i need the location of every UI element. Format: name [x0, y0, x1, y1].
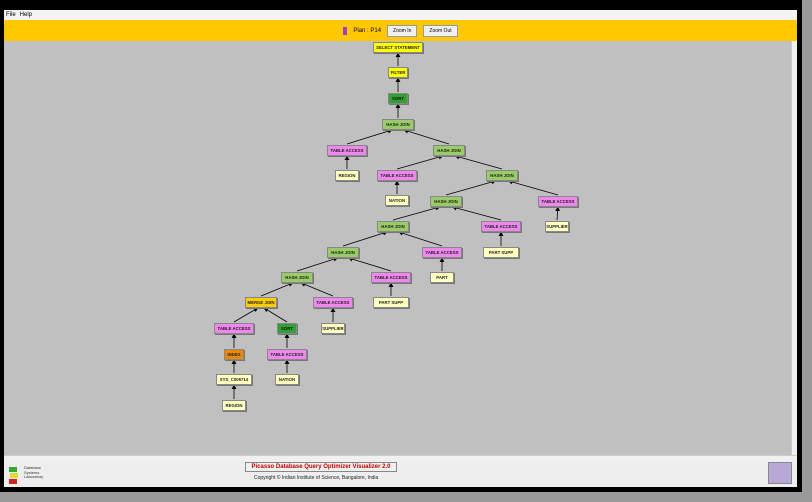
copyright-text: Copyright © Indian Institute of Science,… [254, 475, 379, 481]
plan-edge [454, 154, 503, 170]
menu-bar: File Help [4, 10, 797, 20]
app-window: File Help Plan : P14 Zoom In Zoom Out SE… [4, 10, 797, 487]
plan-edge [403, 128, 450, 145]
plan-node-table-access[interactable]: TABLE ACCESS [422, 246, 462, 258]
plan-node-table-access[interactable]: TABLE ACCESS [327, 144, 367, 156]
iisc-logo [768, 462, 792, 484]
plan-edge [260, 282, 294, 297]
plan-edge [347, 256, 392, 272]
plan-node-filter[interactable]: FILTER [388, 66, 408, 78]
plan-node-hash-join[interactable]: HASH JOIN [486, 169, 518, 181]
plan-node-hash-join[interactable]: HASH JOIN [430, 195, 462, 207]
plan-node-hash-join[interactable]: HASH JOIN [382, 118, 414, 130]
plan-edge [555, 206, 561, 221]
plan-edge [398, 230, 443, 247]
plan-node-hash-join[interactable]: HASH JOIN [281, 271, 313, 283]
plan-node-nation[interactable]: NATION [385, 194, 409, 206]
app-title-button[interactable]: Picasso Database Query Optimizer Visuali… [245, 462, 397, 472]
plan-edge [507, 179, 559, 196]
plan-node-supplier[interactable]: SUPPLIER [545, 220, 569, 232]
plan-edge [300, 282, 334, 297]
plan-node-table-access[interactable]: TABLE ACCESS [538, 195, 578, 207]
plan-node-supplier[interactable]: SUPPLIER [321, 322, 345, 334]
plan-node-table-access[interactable]: TABLE ACCESS [481, 220, 521, 232]
menu-file[interactable]: File [6, 12, 16, 18]
zoom-in-button[interactable]: Zoom In [387, 24, 418, 37]
plan-label: Plan : P14 [353, 27, 382, 34]
plan-edge [451, 205, 502, 221]
plan-node-sys-c005714[interactable]: SYS_C005714 [216, 373, 252, 385]
plan-node-table-access[interactable]: TABLE ACCESS [267, 348, 307, 360]
plan-node-index[interactable]: INDEX [224, 348, 244, 360]
plan-node-hash-join[interactable]: HASH JOIN [327, 246, 359, 258]
plan-node-table-access[interactable]: TABLE ACCESS [313, 296, 353, 308]
plan-edge [263, 307, 288, 323]
plan-edge [392, 205, 441, 221]
plan-edge [296, 256, 339, 272]
plan-node-merge-join[interactable]: MERGE JOIN [245, 296, 277, 308]
plan-node-part[interactable]: PART [430, 271, 454, 283]
vertical-scrollbar[interactable] [791, 41, 797, 455]
plan-node-table-access[interactable]: TABLE ACCESS [371, 271, 411, 283]
zoom-out-button[interactable]: Zoom Out [423, 24, 458, 37]
plan-node-hash-join[interactable]: HASH JOIN [377, 220, 409, 232]
plan-edge [233, 307, 259, 323]
plan-edge [342, 230, 388, 247]
toolbar: Plan : P14 Zoom In Zoom Out [4, 20, 797, 41]
plan-node-nation[interactable]: NATION [275, 373, 299, 385]
plan-node-region[interactable]: REGION [335, 169, 359, 181]
plan-edge [396, 154, 444, 170]
menu-help[interactable]: Help [19, 12, 33, 18]
plan-node-sort[interactable]: SORT [388, 92, 408, 104]
plan-edge [445, 179, 497, 196]
plan-node-part-supp[interactable]: PART SUPP [373, 296, 409, 308]
horizontal-scrollbar[interactable] [4, 455, 797, 461]
plan-node-table-access[interactable]: TABLE ACCESS [377, 169, 417, 181]
plan-tree-canvas[interactable]: SELECT STATEMENT FILTER SORT HASH JOIN TABLE… [4, 41, 791, 455]
plan-edge [346, 128, 393, 145]
plan-node-table-access[interactable]: TABLE ACCESS [214, 322, 254, 334]
plan-color-swatch [343, 26, 348, 35]
plan-node-region[interactable]: REGION [222, 399, 246, 411]
plan-edges [231, 52, 561, 399]
plan-node-hash-join[interactable]: HASH JOIN [433, 144, 465, 156]
plan-node-part-supp[interactable]: PART SUPP [483, 246, 519, 258]
plan-node-sort[interactable]: SORT [277, 322, 297, 334]
plan-node-select-statement[interactable]: SELECT STATEMENT [373, 41, 423, 53]
